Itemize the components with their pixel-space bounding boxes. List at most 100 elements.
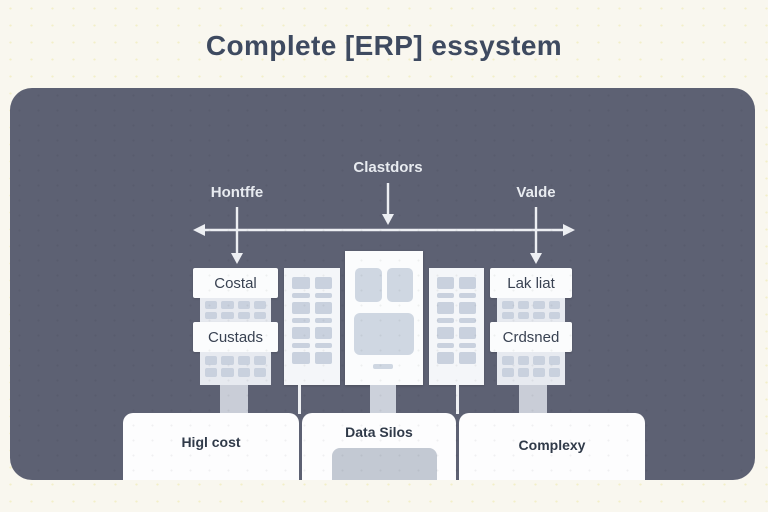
window-cell [437,343,454,348]
left-building-top-label: Costal [193,268,278,298]
window-cell [437,302,454,314]
window-cell [314,277,332,289]
window-cell [459,277,476,289]
footer-box-data-silos-label: Data Silos [345,424,413,440]
axis-label-center: Clastdors [353,159,423,176]
center-building-window-right [387,268,413,302]
window-row [437,327,476,339]
window-row [205,312,266,319]
window-cell [314,327,332,339]
window-cell [314,343,332,348]
window-cell [221,356,234,365]
left-building-top-label-text: Costal [214,274,257,292]
window-cell [459,343,476,348]
right-building-window-strip-2 [497,352,565,385]
window-tower-right [429,268,484,385]
window-cell [459,293,476,298]
window-row [292,327,332,339]
right-building-pillar [519,385,547,414]
window-cell [237,368,250,377]
window-cell [437,293,454,298]
window-cell [237,312,250,319]
center-building-step [373,364,393,369]
window-cell [253,356,266,365]
window-cell [517,301,529,309]
window-cell [237,356,250,365]
window-row [205,368,266,377]
left-building-bottom-label-text: Custads [207,328,264,346]
right-building-top-label-text: Lak liat [507,274,555,292]
window-row [205,356,266,365]
window-cell [548,356,560,365]
window-cell [221,301,234,309]
window-cell [292,318,310,323]
window-row [292,302,332,314]
window-cell [253,312,266,319]
right-building-bottom-label: Crdsned [490,322,572,352]
window-row [292,293,332,298]
axis-label-right: Valde [516,184,556,201]
right-building-top-label: Lak liat [490,268,572,298]
window-row [502,356,560,365]
right-building-window-strip-1 [497,298,565,322]
page-title: Complete [ERP] essystem [205,30,563,61]
window-cell [292,293,310,298]
window-cell [533,356,545,365]
window-row [502,301,560,309]
window-row [292,277,332,289]
window-cell [314,352,332,364]
window-cell [459,352,476,364]
window-cell [237,301,250,309]
center-building-window-left [355,268,382,302]
window-cell [548,312,560,319]
window-row [437,343,476,348]
window-cell [502,368,514,377]
window-row [502,312,560,319]
center-building [345,251,423,385]
window-cell [292,343,310,348]
window-cell [292,277,310,289]
window-cell [292,327,310,339]
window-cell [548,368,560,377]
axis-label-left: Hontffe [210,184,264,201]
window-cell [533,368,545,377]
window-cell [205,356,218,365]
window-cell [459,327,476,339]
footer-box-high-cost: Higl cost [123,413,299,480]
window-row [437,277,476,289]
axis-arrows [193,183,575,264]
center-building-pillar [370,385,396,414]
footer-box-complexity-label: Complexy [518,436,586,453]
tower-right-connector-line [456,385,459,414]
window-cell [314,302,332,314]
window-row [437,352,476,364]
window-cell [221,368,234,377]
window-row [502,368,560,377]
footer-box-complexity: Complexy [459,413,645,480]
window-cell [502,301,514,309]
left-building-bottom-label: Custads [193,322,278,352]
window-cell [459,302,476,314]
window-row [437,318,476,323]
window-cell [517,368,529,377]
window-cell [548,301,560,309]
window-cell [292,302,310,314]
window-row [437,293,476,298]
window-cell [517,312,529,319]
tower-left-connector-line [298,385,301,414]
window-cell [314,293,332,298]
window-cell [437,352,454,364]
left-building-window-strip-2 [200,352,271,385]
window-cell [517,356,529,365]
footer-box-high-cost-label: Higl cost [181,433,241,450]
data-silos-block [332,448,437,480]
window-cell [253,301,266,309]
window-cell [205,301,218,309]
window-tower-left [284,268,340,385]
window-cell [533,301,545,309]
window-row [292,352,332,364]
window-row [205,301,266,309]
window-row [292,318,332,323]
right-building-bottom-label-text: Crdsned [502,328,560,346]
